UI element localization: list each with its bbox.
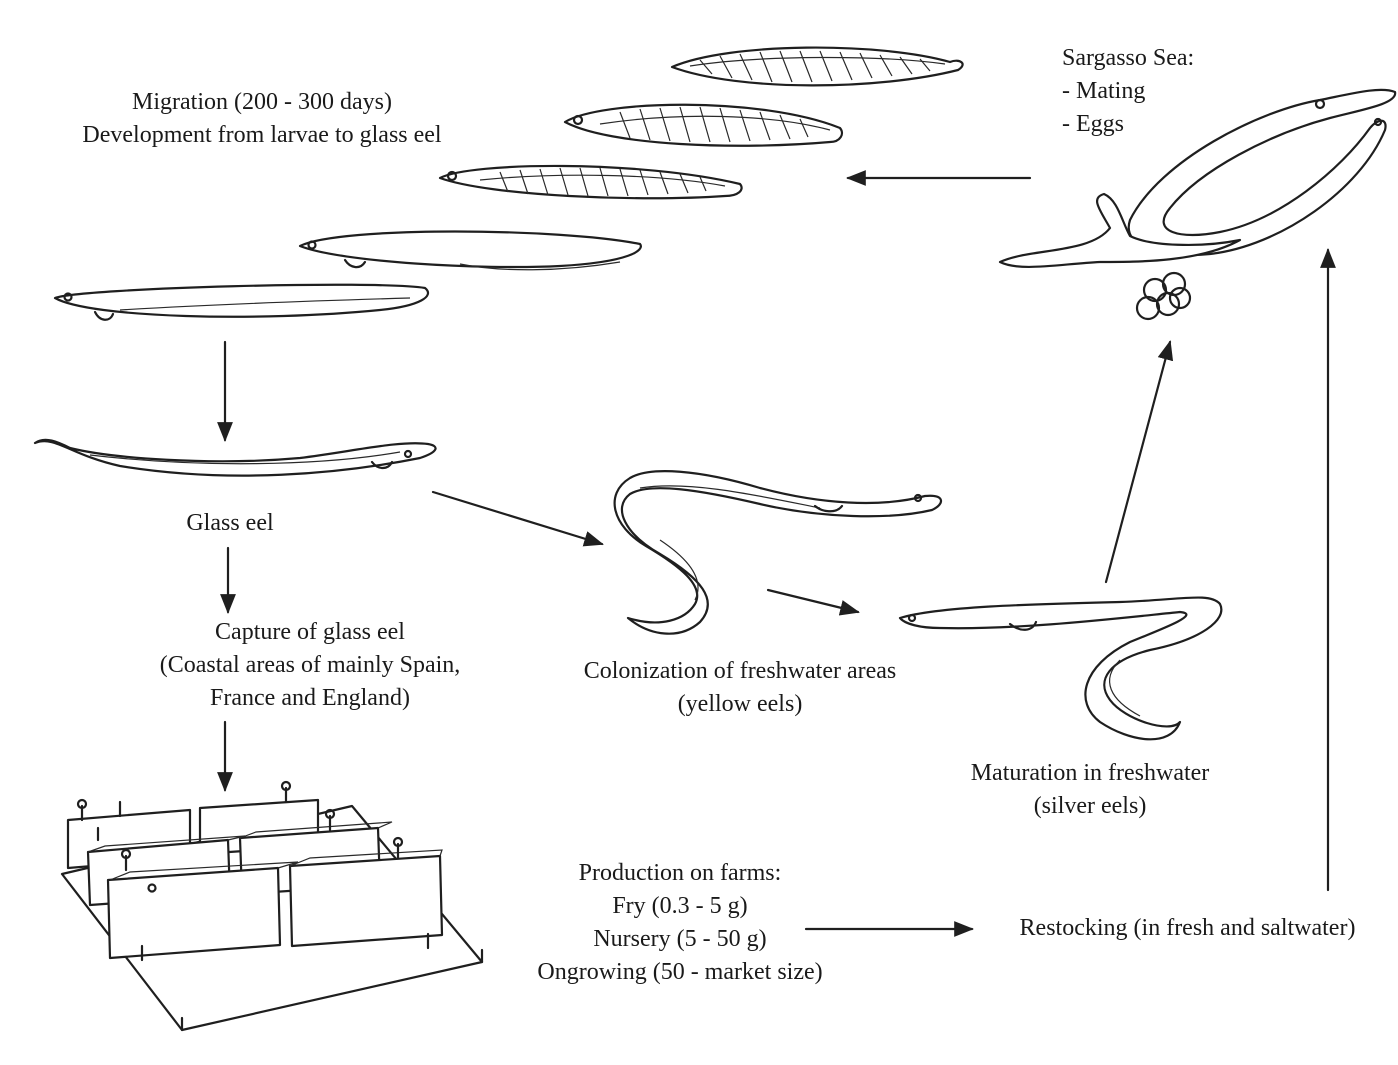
restocking-label: Restocking (in fresh and saltwater) (985, 912, 1390, 945)
production-label: Production on farms: Fry (0.3 - 5 g) Nur… (490, 857, 870, 989)
larva-stage-5 (55, 285, 428, 320)
arrow-silver-to-sargasso (1106, 342, 1170, 582)
yellow-eel-drawing (615, 471, 941, 634)
arrow-glass-eel-to-colonization (433, 492, 602, 544)
glass-eel-drawing (35, 440, 436, 476)
capture-label: Capture of glass eel (Coastal areas of m… (110, 616, 510, 715)
farm-tanks-drawing (62, 782, 482, 1030)
maturation-label: Maturation in freshwater (silver eels) (930, 757, 1250, 823)
larva-stage-3 (440, 166, 742, 198)
larva-stage-1 (672, 48, 963, 86)
sargasso-sea-label: Sargasso Sea: - Mating - Eggs (1062, 42, 1202, 141)
glass-eel-label: Glass eel (130, 507, 330, 540)
larva-stage-4 (300, 232, 641, 270)
eggs-drawing (1137, 273, 1190, 319)
colonization-label: Colonization of freshwater areas (yellow… (540, 655, 940, 721)
migration-label: Migration (200 - 300 days) Development f… (22, 86, 502, 152)
arrow-yellow-to-silver (768, 590, 858, 612)
larva-stage-2 (565, 105, 842, 146)
silver-eel-drawing (900, 598, 1221, 740)
